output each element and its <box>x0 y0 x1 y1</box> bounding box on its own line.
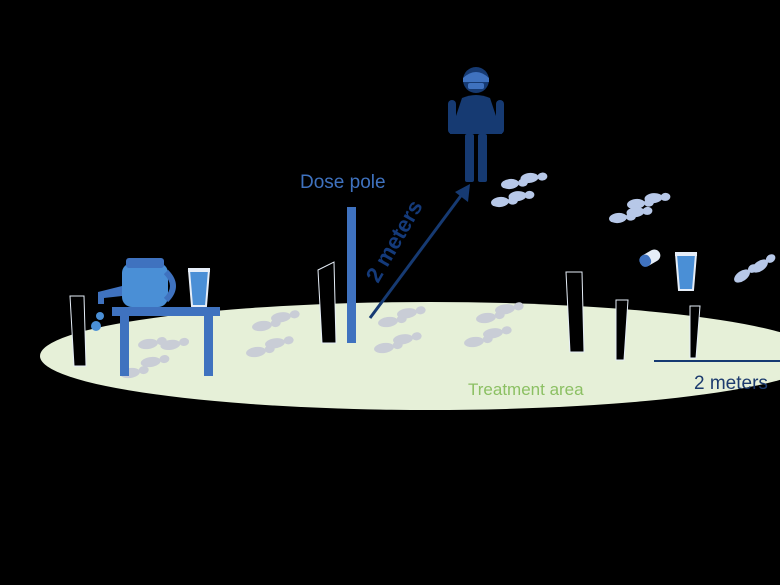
dose-pole-label: Dose pole <box>300 172 386 193</box>
glass-icon <box>674 252 698 291</box>
tablet-icon <box>639 249 661 267</box>
distance-horizontal-label: 2 meters <box>694 373 768 394</box>
footprints-icon <box>491 172 776 283</box>
glass-icon <box>187 268 211 307</box>
dose-pole <box>347 207 356 343</box>
distance-arrow <box>368 184 470 319</box>
treatment-area-ground <box>40 302 780 410</box>
treatment-area-label: Treatment area <box>468 380 584 399</box>
water-jar-icon <box>91 258 176 331</box>
footprints-icon <box>120 302 524 379</box>
leg-icon <box>69 261 701 367</box>
distance-diagonal-label: 2 meters <box>361 196 428 287</box>
table <box>112 307 220 376</box>
person-icon <box>448 67 504 182</box>
